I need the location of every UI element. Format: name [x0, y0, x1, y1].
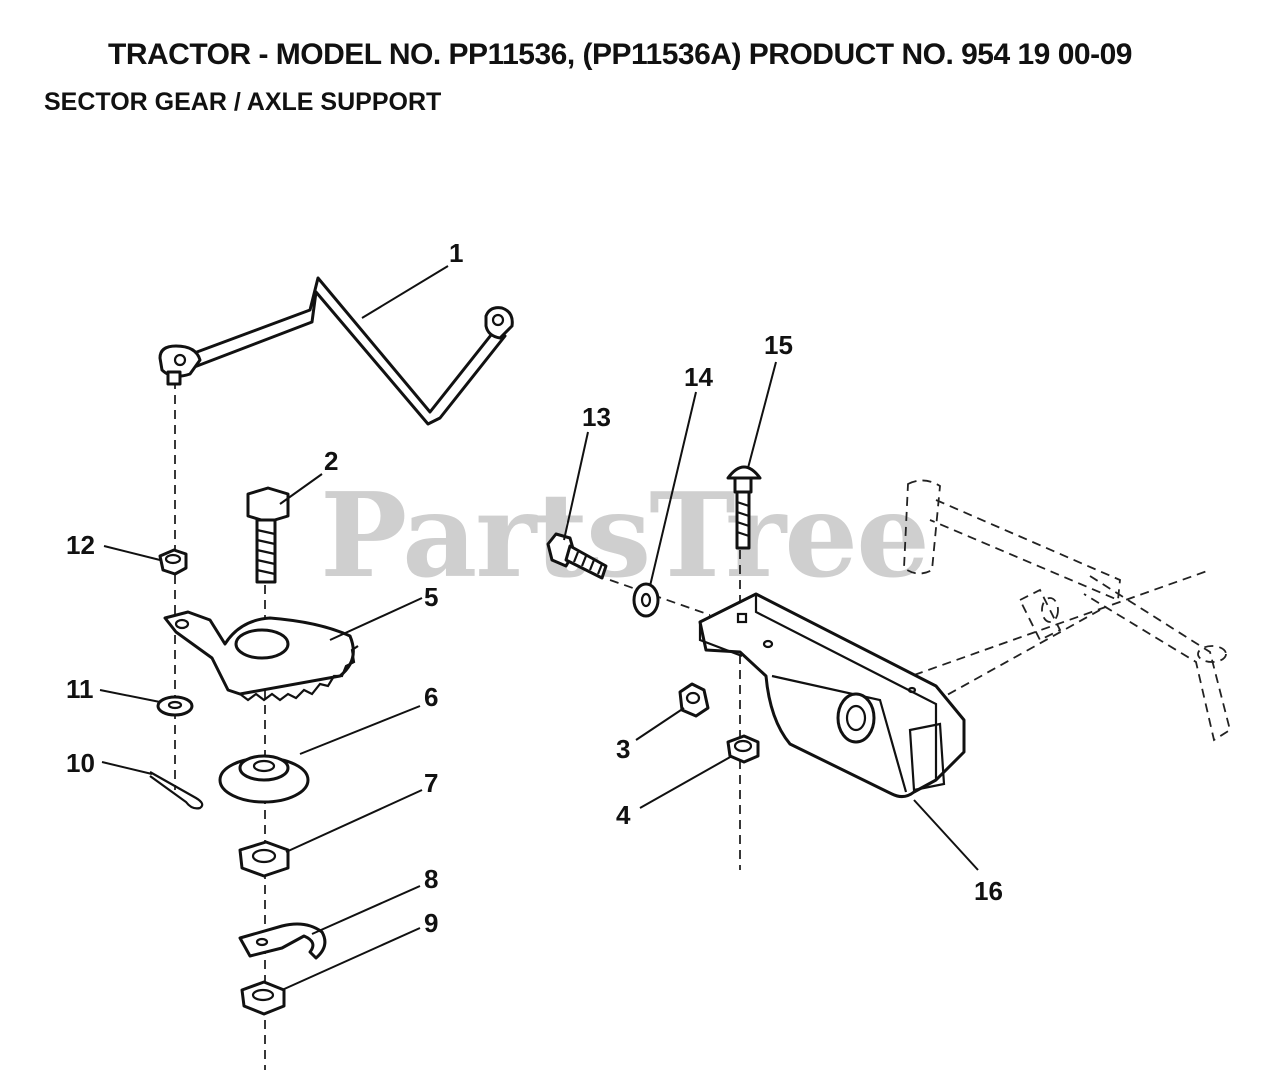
assembly-axis-lines: [174, 380, 1211, 1070]
callout-5: 5: [424, 582, 438, 612]
part-2-hex-bolt: [246, 486, 290, 584]
part-6-bushing: [218, 754, 310, 804]
part-13-bolt: [546, 532, 608, 580]
callout-7: 7: [424, 768, 438, 798]
part-4-nut: [726, 734, 760, 764]
callout-4: 4: [616, 800, 631, 830]
callout-10: 10: [66, 748, 95, 778]
part-14-washer: [632, 582, 660, 618]
callout-numbers: 1 2 3 4 5 6 7 8 9 10 11 12 13 14 15 16: [66, 238, 1003, 938]
leader-lines: [99, 265, 979, 991]
callout-16: 16: [974, 876, 1003, 906]
part-3-nut: [678, 682, 710, 718]
callout-2: 2: [324, 446, 338, 476]
part-7-hex-nut: [238, 840, 290, 878]
callout-13: 13: [582, 402, 611, 432]
callout-9: 9: [424, 908, 438, 938]
part-5-sector-gear: [163, 610, 359, 702]
callout-11: 11: [66, 674, 94, 704]
part-1-drag-link: [158, 276, 514, 426]
part-10-cotter-pin: [149, 771, 204, 810]
part-11-washer: [156, 695, 194, 717]
callout-12: 12: [66, 530, 95, 560]
part-15-carriage-bolt: [726, 465, 762, 550]
front-axle-phantom: [903, 479, 1232, 742]
part-12-nut: [158, 548, 188, 576]
part-8-clip: [238, 922, 327, 960]
part-9-hex-nut: [240, 980, 286, 1016]
callout-3: 3: [616, 734, 630, 764]
part-16-axle-support: [698, 592, 966, 799]
callout-15: 15: [764, 330, 793, 360]
callout-6: 6: [424, 682, 438, 712]
callout-1: 1: [449, 238, 463, 268]
callout-14: 14: [684, 362, 713, 392]
page-title: TRACTOR - MODEL NO. PP11536, (PP11536A) …: [108, 38, 1132, 71]
section-subtitle: SECTOR GEAR / AXLE SUPPORT: [44, 88, 442, 116]
callout-8: 8: [424, 864, 438, 894]
